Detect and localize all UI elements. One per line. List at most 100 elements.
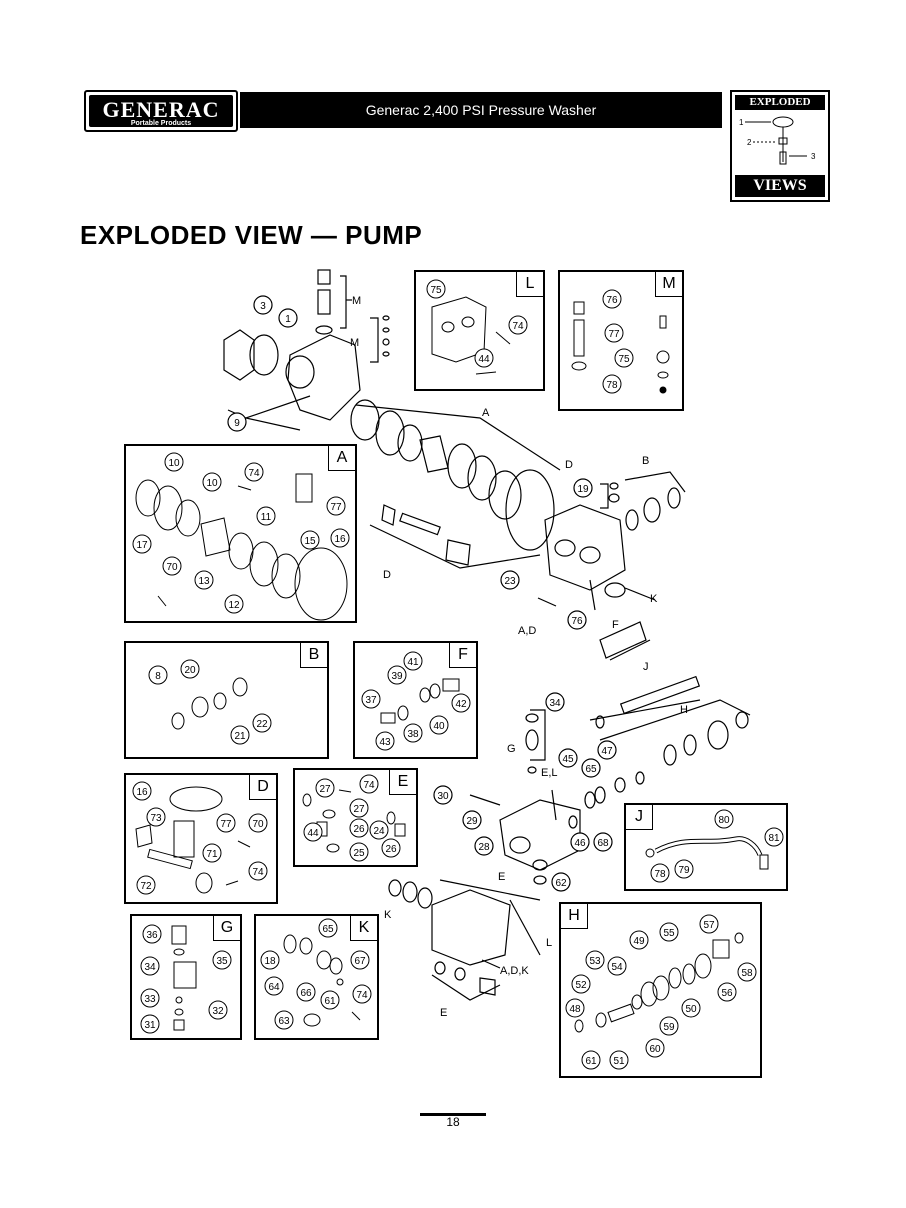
- box-a-callout-10a: 10: [168, 458, 180, 469]
- box-b-callout-8: 8: [155, 671, 161, 682]
- box-j-callout-80: 80: [718, 815, 730, 826]
- box-d-callout-74: 74: [252, 867, 264, 878]
- box-m-callout-78: 78: [606, 380, 618, 391]
- box-b-tag: B: [300, 643, 327, 668]
- box-f-callout-41: 41: [407, 657, 419, 668]
- exploded-views-badge: EXPLODED 1 2 3 VIEWS: [730, 90, 830, 202]
- box-e-callout-25: 25: [353, 848, 365, 859]
- logo-text: GENERAC: [102, 97, 220, 122]
- box-h-callout-51: 51: [613, 1056, 625, 1067]
- label-e-1: E: [498, 871, 505, 883]
- box-l-callout-75: 75: [430, 285, 442, 296]
- box-f-callout-43: 43: [379, 737, 391, 748]
- part-lower-manifold: [431, 889, 511, 966]
- box-m-callout-76: 76: [606, 295, 618, 306]
- box-h-callout-50: 50: [685, 1004, 697, 1015]
- box-j-callout-79: 79: [678, 865, 690, 876]
- box-h-callout-55: 55: [663, 928, 675, 939]
- box-e-tag: E: [389, 770, 416, 795]
- detail-box-a: A 10 74 10 77 11 17 13 70 15 16 12: [124, 444, 357, 623]
- box-g-callout-35: 35: [216, 956, 228, 967]
- detail-box-g: G 36 35 34 33 32 31: [130, 914, 242, 1040]
- page-number-rule: [420, 1113, 486, 1116]
- box-f-callout-39: 39: [391, 671, 403, 682]
- label-k-1: K: [650, 593, 658, 605]
- box-d-callout-70: 70: [252, 819, 264, 830]
- box-j-callout-78: 78: [654, 869, 666, 880]
- badge-callout-2: 2: [747, 138, 752, 147]
- box-k-callout-74: 74: [356, 990, 368, 1001]
- box-b-callout-21: 21: [234, 731, 246, 742]
- detail-box-d: D 16 73 77 70 71 74 72: [124, 773, 278, 904]
- box-h-callout-58: 58: [741, 968, 753, 979]
- main-callout-3: 3: [260, 301, 266, 312]
- box-e-callout-74: 74: [363, 780, 375, 791]
- box-a-callout-16: 16: [334, 534, 346, 545]
- main-callout-34: 34: [549, 698, 561, 709]
- box-m-callout-77: 77: [608, 329, 620, 340]
- part-seal: [249, 334, 279, 376]
- label-m-1: M: [352, 295, 361, 307]
- box-d-callout-72: 72: [140, 881, 152, 892]
- box-k-callout-66: 66: [300, 988, 312, 999]
- main-callout-68: 68: [597, 838, 609, 849]
- box-l-tag: L: [516, 272, 543, 297]
- box-d-tag: D: [249, 775, 276, 800]
- main-callout-29: 29: [466, 816, 478, 827]
- part-plunger-top: [317, 289, 331, 315]
- box-g-callout-31: 31: [144, 1020, 156, 1031]
- page-number: 18: [446, 1115, 460, 1129]
- box-l-callout-44: 44: [478, 354, 490, 365]
- badge-callout-3: 3: [811, 152, 816, 161]
- box-k-tag: K: [350, 916, 377, 941]
- detail-box-f: F 41 39 42 37 40 38 43: [353, 641, 478, 759]
- box-h-callout-61: 61: [585, 1056, 597, 1067]
- box-d-callout-73: 73: [150, 813, 162, 824]
- label-h: H: [680, 704, 688, 716]
- label-m-2: M: [350, 337, 359, 349]
- label-a-d-k: A,D,K: [500, 965, 529, 977]
- part-manifold: [544, 504, 626, 591]
- box-f-tag: F: [449, 643, 476, 668]
- box-h-callout-52: 52: [575, 980, 587, 991]
- badge-top-label: EXPLODED: [735, 95, 825, 110]
- main-callout-9: 9: [234, 418, 240, 429]
- detail-box-e: E 27 74 27 26 24 44 25 26: [293, 768, 418, 867]
- box-h-callout-59: 59: [663, 1022, 675, 1033]
- box-d-callout-71: 71: [206, 849, 218, 860]
- box-j-tag: J: [626, 805, 653, 830]
- badge-callout-1: 1: [739, 118, 744, 127]
- box-a-callout-13: 13: [198, 576, 210, 587]
- page-heading: EXPLODED VIEW — PUMP: [80, 220, 423, 250]
- detail-box-h: H 57 49 55 53 54 52 58 48 56 50: [559, 902, 762, 1078]
- part-cap-top: [317, 269, 331, 285]
- box-a-callout-12: 12: [228, 600, 240, 611]
- logo-subtext: Portable Products: [130, 120, 192, 127]
- box-f-callout-40: 40: [433, 721, 445, 732]
- main-callout-46: 46: [574, 838, 586, 849]
- box-h-callout-56: 56: [721, 988, 733, 999]
- document-title: Generac 2,400 PSI Pressure Washer: [240, 92, 722, 128]
- main-callout-30: 30: [437, 791, 449, 802]
- box-b-callout-22: 22: [256, 719, 268, 730]
- main-callout-23: 23: [504, 576, 516, 587]
- label-d-2: D: [383, 569, 391, 581]
- box-k-callout-64: 64: [268, 982, 280, 993]
- label-e-2: E: [440, 1007, 447, 1019]
- main-callout-62: 62: [555, 878, 567, 889]
- part-crankcase: [287, 334, 361, 421]
- box-a-callout-74: 74: [248, 468, 260, 479]
- box-f-callout-37: 37: [365, 695, 377, 706]
- label-d-1: D: [565, 459, 573, 471]
- box-d-callout-77: 77: [220, 819, 232, 830]
- box-g-callout-34: 34: [144, 962, 156, 973]
- box-k-callout-67: 67: [354, 956, 366, 967]
- box-j-callout-81: 81: [768, 833, 780, 844]
- label-f: F: [612, 619, 619, 631]
- detail-box-b: B 8 20 21 22: [124, 641, 329, 759]
- box-h-tag: H: [561, 904, 588, 929]
- label-b: B: [642, 455, 649, 467]
- main-callout-47: 47: [601, 746, 613, 757]
- detail-box-k: K 65 18 67 64 66 61 74 63: [254, 914, 379, 1040]
- box-f-callout-38: 38: [407, 729, 419, 740]
